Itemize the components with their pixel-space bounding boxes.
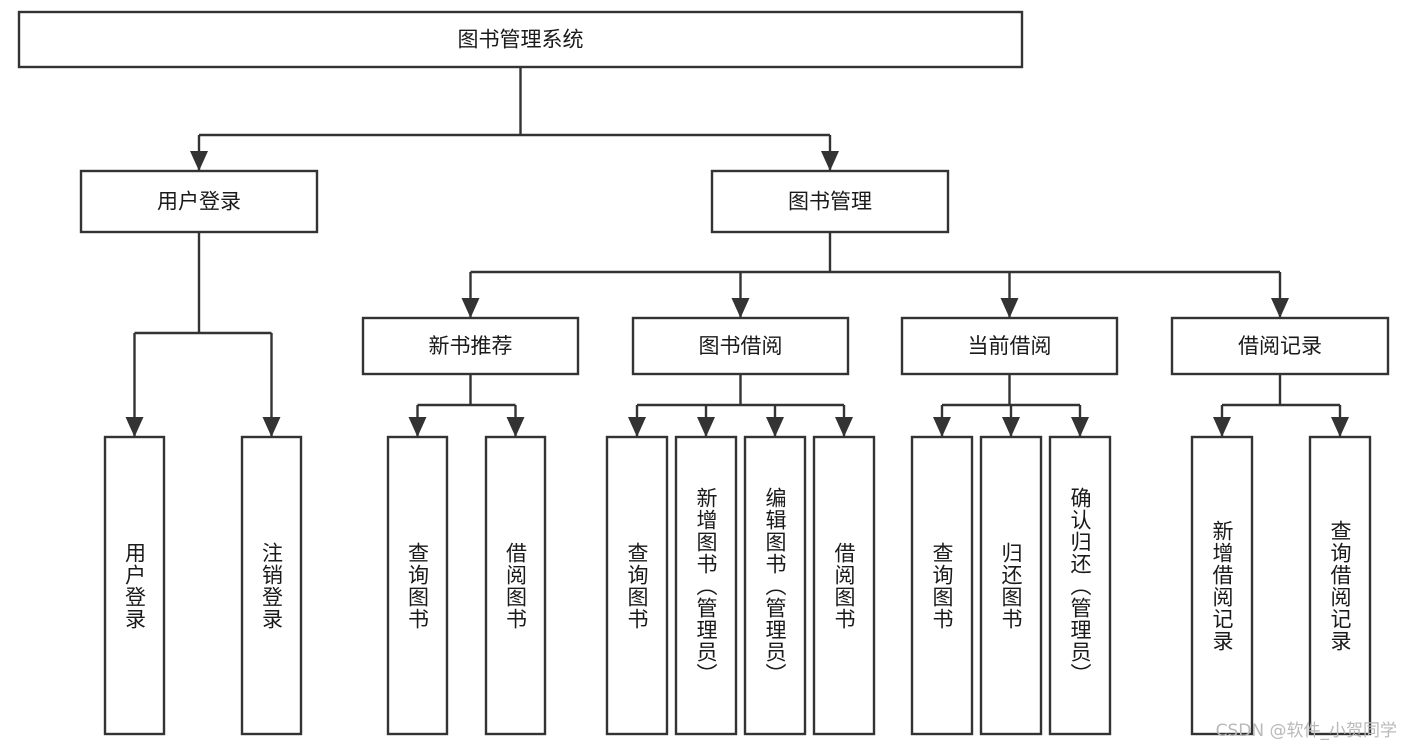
node-label-root: 图书管理系统 — [458, 28, 584, 52]
node-box-nbr-query-book[interactable] — [386, 435, 449, 736]
node-box-cb-return-book[interactable] — [979, 435, 1043, 736]
connectors-layer — [125, 67, 1349, 437]
node-label-book-borrow: 图书借阅 — [699, 334, 783, 358]
node-box-bb-add-book[interactable] — [674, 435, 738, 736]
node-label-borrow-record: 借阅记录 — [1238, 334, 1322, 358]
node-box-root[interactable] — [17, 10, 1024, 69]
node-box-bb-query-book[interactable] — [605, 435, 669, 736]
node-box-bb-borrow-book[interactable] — [812, 435, 876, 736]
node-box-leaf-user-login[interactable] — [103, 435, 166, 736]
node-box-user-login[interactable] — [79, 169, 319, 234]
boxes-layer — [17, 10, 1390, 736]
node-label-new-book-recommend: 新书推荐 — [429, 334, 513, 358]
node-box-new-book-recommend[interactable] — [361, 316, 580, 376]
node-box-book-borrow[interactable] — [631, 316, 850, 376]
node-box-bb-edit-book[interactable] — [743, 435, 807, 736]
node-box-leaf-logout[interactable] — [240, 435, 303, 736]
node-box-cb-confirm-return[interactable] — [1048, 435, 1112, 736]
node-label-book-management: 图书管理 — [788, 190, 872, 214]
node-box-br-query-record[interactable] — [1308, 435, 1372, 736]
node-box-borrow-record[interactable] — [1170, 316, 1390, 376]
node-box-nbr-borrow-book[interactable] — [484, 435, 547, 736]
node-label-user-login: 用户登录 — [157, 190, 241, 214]
node-box-cb-query-book[interactable] — [910, 435, 974, 736]
node-box-current-borrow[interactable] — [900, 316, 1119, 376]
node-box-book-management[interactable] — [710, 169, 950, 234]
node-box-br-add-record[interactable] — [1190, 435, 1254, 736]
node-label-current-borrow: 当前借阅 — [968, 334, 1052, 358]
